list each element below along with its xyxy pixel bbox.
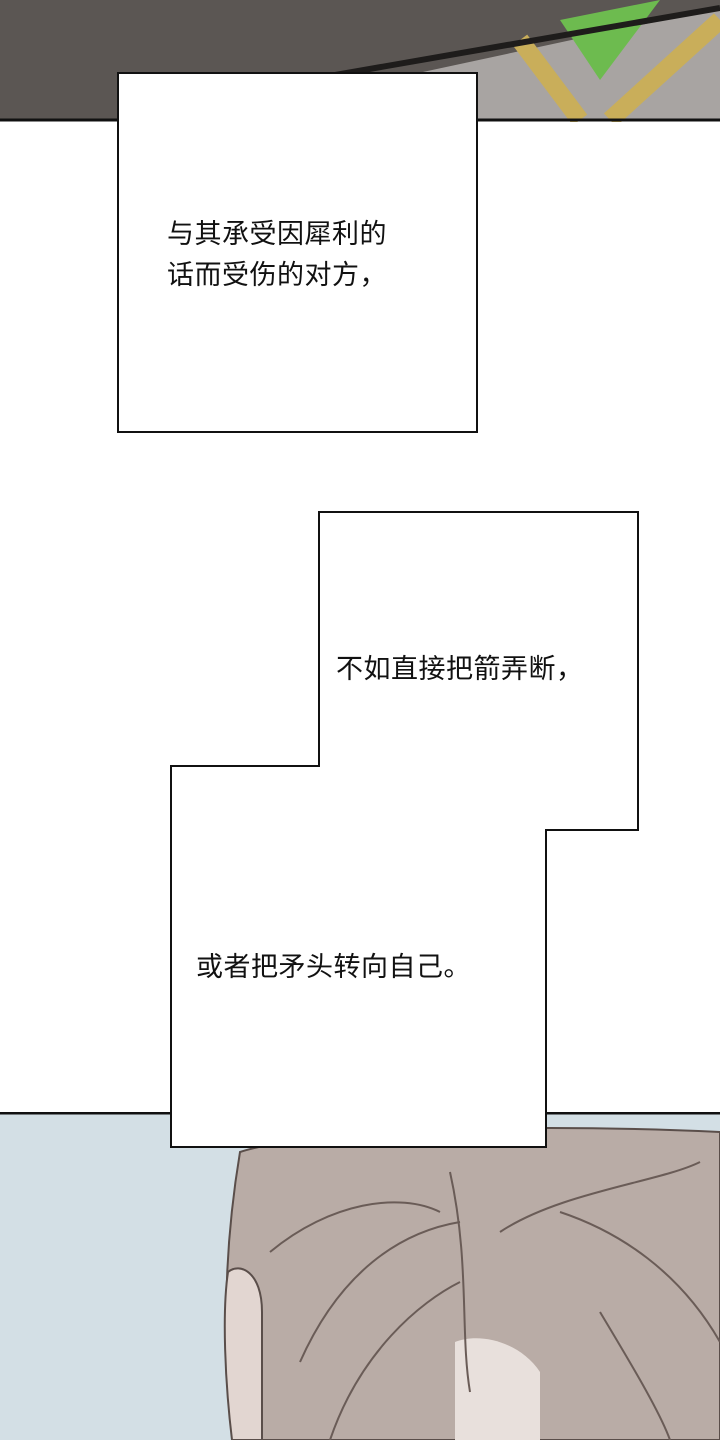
caption-1-line-1: 与其承受因犀利的 [167, 219, 387, 250]
caption-box-1 [117, 72, 478, 433]
caption-3-line: 或者把矛头转向自己。 [196, 952, 471, 983]
caption-1-line-2: 话而受伤的对方， [167, 260, 387, 291]
caption-box-stepped [170, 511, 639, 1148]
caption-2-line: 不如直接把箭弄断， [336, 654, 584, 685]
bottom-comic-panel [0, 1112, 720, 1440]
